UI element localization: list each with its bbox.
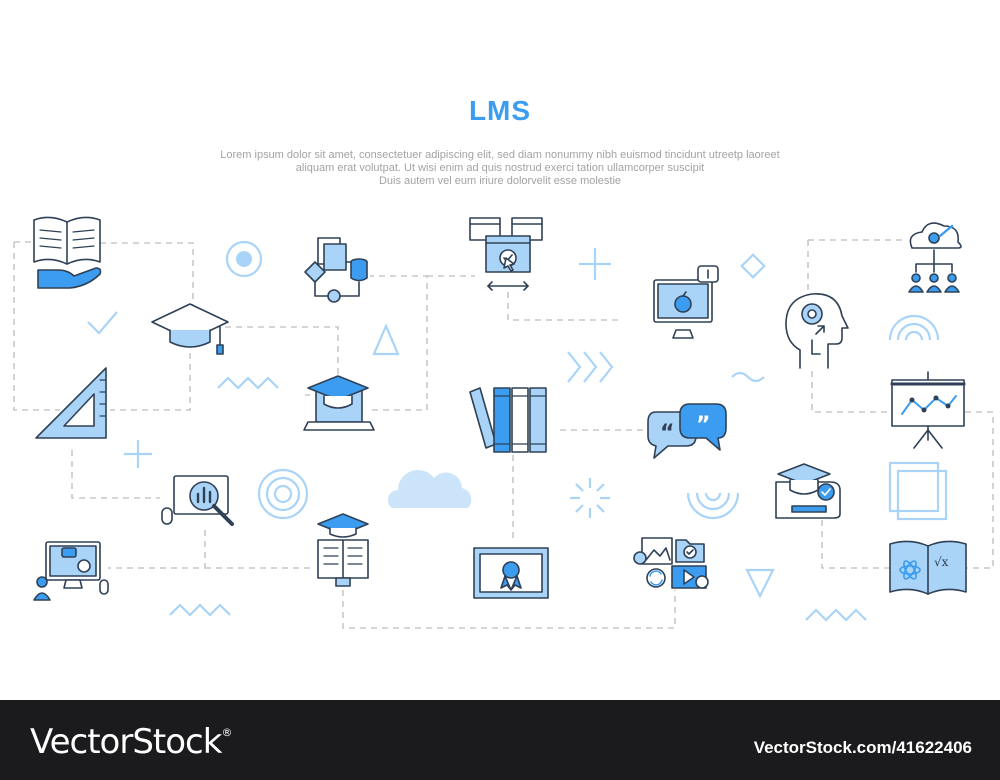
- cloud-decor: [388, 470, 472, 508]
- books-row-icon: [469, 387, 547, 453]
- apple-monitor-icon: [653, 265, 719, 339]
- graduation-diploma-icon: [775, 463, 841, 519]
- science-book-icon: √x: [889, 540, 967, 595]
- brand-logo: VectorStock®: [30, 722, 232, 762]
- image-id: VectorStock.com/41622406: [753, 738, 972, 757]
- footer-bar: VectorStock® VectorStock.com/41622406: [0, 700, 1000, 780]
- web-pages-click-icon: [469, 217, 543, 291]
- svg-text:“: “: [660, 421, 674, 446]
- certificate-icon: [473, 547, 549, 599]
- description-line: Duis autem vel eum iriure dolorvelit ess…: [378, 175, 622, 187]
- infographic: LMS Lorem ipsum dolor sit amet, consecte…: [13, 95, 994, 629]
- brand-name: VectorStock: [30, 722, 222, 762]
- icon-layout: “ ”: [13, 216, 994, 629]
- svg-text:”: ”: [696, 413, 710, 438]
- page-title: LMS: [468, 95, 532, 126]
- head-gears-icon: [785, 293, 849, 369]
- registered-mark: ®: [221, 726, 232, 739]
- open-book-hand-icon: [33, 216, 102, 289]
- online-graduation-laptop-icon: [303, 375, 375, 431]
- presentation-board-icon: [890, 371, 966, 449]
- quote-bubbles-icon: “ ”: [647, 403, 727, 459]
- workflow-diagram-icon: [304, 237, 368, 303]
- analytics-search-icon: [161, 475, 234, 526]
- svg-text:√x: √x: [934, 555, 949, 569]
- online-tutor-icon: [33, 541, 109, 601]
- media-files-icon: [633, 537, 709, 589]
- cloud-network-users-icon: [908, 222, 962, 293]
- decor: [87, 240, 948, 622]
- set-square-ruler-icon: [35, 367, 107, 439]
- graduation-cap-icon: [151, 303, 229, 355]
- description-line: Lorem ipsum dolor sit amet, consectetuer…: [220, 149, 780, 161]
- book-graduation-icon: [317, 513, 369, 587]
- description-line: aliquam erat volutpat. Ut wisi enim ad q…: [295, 162, 705, 174]
- connector-lines: [13, 239, 994, 629]
- description: Lorem ipsum dolor sit amet, consectetuer…: [150, 149, 850, 188]
